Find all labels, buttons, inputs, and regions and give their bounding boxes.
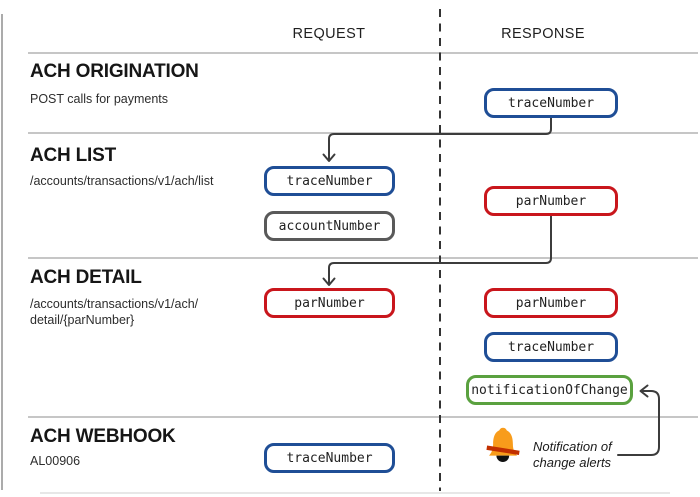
section-title-ach-detail: ACH DETAIL <box>30 267 142 288</box>
connector-origination-trace-to-list <box>328 117 552 161</box>
connector-list-par-to-detail <box>328 215 552 285</box>
notification-note-line2: change alerts <box>533 455 612 470</box>
section-subtitle-ach-detail-line1: /accounts/transactions/v1/ach/ <box>30 297 199 311</box>
divider-list-detail <box>28 257 698 259</box>
section-title-ach-webhook: ACH WEBHOOK <box>30 426 176 447</box>
section-title-ach-origination: ACH ORIGINATION <box>30 61 199 82</box>
arrowhead-left-notification <box>639 384 649 398</box>
divider-header <box>28 52 698 54</box>
pill-list-request-tracenumber: traceNumber <box>264 166 395 196</box>
bell-icon <box>486 427 520 463</box>
divider-detail-webhook <box>28 416 698 418</box>
section-subtitle-ach-list: /accounts/transactions/v1/ach/list <box>30 174 214 188</box>
pill-list-request-accountnumber: accountNumber <box>264 211 395 241</box>
section-subtitle-ach-detail-line2: detail/{parNumber} <box>30 313 135 327</box>
pill-detail-request-parnumber: parNumber <box>264 288 395 318</box>
divider-origination-list <box>28 132 698 134</box>
pill-webhook-request-tracenumber: traceNumber <box>264 443 395 473</box>
section-title-ach-list: ACH LIST <box>30 145 117 166</box>
connector-webhook-to-notification <box>617 390 660 456</box>
pill-detail-response-tracenumber: traceNumber <box>484 332 618 362</box>
response-column-header: RESPONSE <box>501 26 585 42</box>
bell-band <box>486 445 520 455</box>
pill-detail-response-notificationofchange: notificationOfChange <box>466 375 633 405</box>
notification-note: Notification of change alerts <box>533 439 612 471</box>
arrowhead-down-detail <box>322 277 336 286</box>
notification-note-line1: Notification of <box>533 439 612 454</box>
request-column-header: REQUEST <box>292 26 366 42</box>
section-subtitle-ach-origination: POST calls for payments <box>30 92 169 106</box>
pill-origination-response-tracenumber: traceNumber <box>484 88 618 118</box>
section-subtitle-ach-webhook: AL00906 <box>30 454 81 468</box>
arrowhead-down-list <box>322 153 336 162</box>
pill-detail-response-parnumber: parNumber <box>484 288 618 318</box>
pill-list-response-parnumber: parNumber <box>484 186 618 216</box>
bottom-edge-line <box>40 492 670 494</box>
left-edge-line <box>1 14 3 490</box>
bell-clapper <box>496 455 510 463</box>
